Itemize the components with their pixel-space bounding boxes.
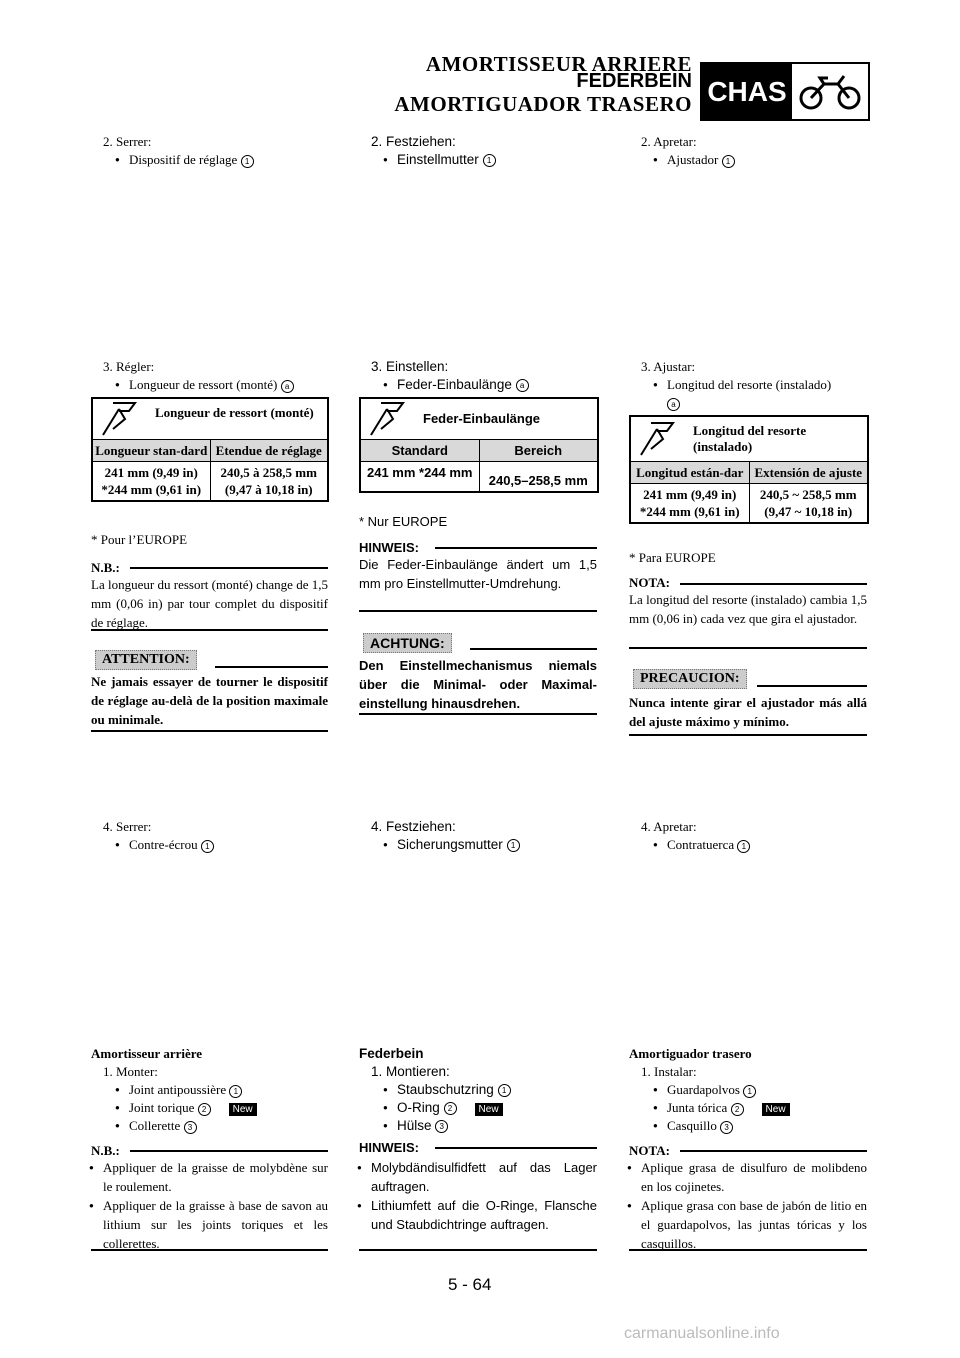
fr-spec-table: Longueur de ressort (monté) Longueur sta… <box>91 397 329 502</box>
divider <box>435 547 597 549</box>
divider <box>359 610 597 612</box>
divider <box>91 629 328 631</box>
page-number: 5 - 64 <box>448 1275 492 1294</box>
es-note2-label: NOTA: <box>629 1143 670 1158</box>
es-note-text: La longitud del resorte (instalado) camb… <box>629 592 867 626</box>
section-badge: CHAS <box>700 62 870 121</box>
fr-note-label: N.B.: <box>91 560 120 575</box>
es-note2-list: Aplique grasa de disulfuro de molibdeno … <box>627 1158 867 1253</box>
divider <box>91 730 328 732</box>
new-badge: New <box>228 1103 257 1116</box>
motorcycle-icon <box>792 64 868 119</box>
de-step3: 3. Einstellen: Feder-Einbaulänge a <box>359 358 599 394</box>
divider <box>470 648 597 650</box>
de-mount-section: Federbein 1. Montieren: Staubschutzring … <box>359 1045 599 1135</box>
watermark: carmanualsonline.info <box>624 1325 780 1342</box>
fr-step4: 4. Serrer: Contre-écrou 1 <box>91 818 331 854</box>
de-note2-list: Molybdändisulfidfett auf das Lager auftr… <box>357 1158 597 1234</box>
divider <box>629 734 867 736</box>
divider <box>435 1147 597 1149</box>
es-step2: 2. Apretar: Ajustador 1 <box>629 133 869 169</box>
fr-note2-label: N.B.: <box>91 1143 120 1158</box>
divider <box>359 713 597 715</box>
header-title-fr: AMORTISSEUR ARRIERE <box>425 52 692 76</box>
header-title-es: AMORTIGUADOR TRASERO <box>394 92 692 116</box>
divider <box>629 1249 867 1251</box>
fr-note2-list: Appliquer de la graisse de molybdène sur… <box>89 1158 328 1253</box>
new-badge: New <box>474 1103 503 1116</box>
de-warning-label: ACHTUNG: <box>363 633 452 653</box>
de-step4: 4. Festziehen: Sicherungsmutter 1 <box>359 818 599 854</box>
es-step4: 4. Apretar: Contratuerca 1 <box>629 818 869 854</box>
fr-note-text: La longueur du ressort (monté) change de… <box>91 577 328 630</box>
divider <box>359 1249 597 1251</box>
es-footnote: * Para EUROPE <box>629 550 716 565</box>
divider <box>91 1249 328 1251</box>
divider <box>757 685 867 687</box>
divider <box>215 666 328 668</box>
fr-footnote: * Pour l’EUROPE <box>91 532 188 547</box>
es-mount-section: Amortiguador trasero 1. Instalar: Guarda… <box>629 1045 869 1135</box>
caliper-icon <box>361 399 417 439</box>
de-footnote: * Nur EUROPE <box>359 514 448 529</box>
de-note-text: Die Feder-Einbaulänge ändert um 1,5 mm p… <box>359 557 597 591</box>
divider <box>680 1150 867 1152</box>
es-step3: 3. Ajustar: Longitud del resorte (instal… <box>629 358 869 412</box>
de-note2-label: HINWEIS: <box>359 1140 419 1155</box>
es-warning-text: Nunca intente girar el ajustador más all… <box>629 695 867 729</box>
divider <box>629 647 867 649</box>
caliper-icon <box>93 399 149 439</box>
de-note-label: HINWEIS: <box>359 540 419 555</box>
de-step2: 2. Festziehen: Einstellmutter 1 <box>359 133 599 169</box>
divider <box>130 1150 328 1152</box>
es-warning-label: PRECAUCION: <box>633 669 747 689</box>
header-title-de: FEDERBEIN <box>576 70 692 92</box>
section-code: CHAS <box>702 64 792 119</box>
divider <box>680 583 867 585</box>
es-spec-table: Longitud del resorte (instalado) Longitu… <box>629 415 869 524</box>
de-warning-text: Den Einstellmechanismus niemals über die… <box>359 658 597 711</box>
fr-warning-text: Ne jamais essayer de tourner le disposit… <box>91 674 328 727</box>
caliper-icon <box>631 417 687 461</box>
es-note-label: NOTA: <box>629 575 670 590</box>
new-badge: New <box>761 1103 790 1116</box>
divider <box>130 567 328 569</box>
fr-step3: 3. Régler: Longueur de ressort (monté) a <box>91 358 331 394</box>
fr-step2: 2. Serrer: Dispositif de réglage 1 <box>91 133 331 169</box>
fr-warning-label: ATTENTION: <box>95 650 197 670</box>
fr-mount-section: Amortisseur arrière 1. Monter: Joint ant… <box>91 1045 331 1135</box>
